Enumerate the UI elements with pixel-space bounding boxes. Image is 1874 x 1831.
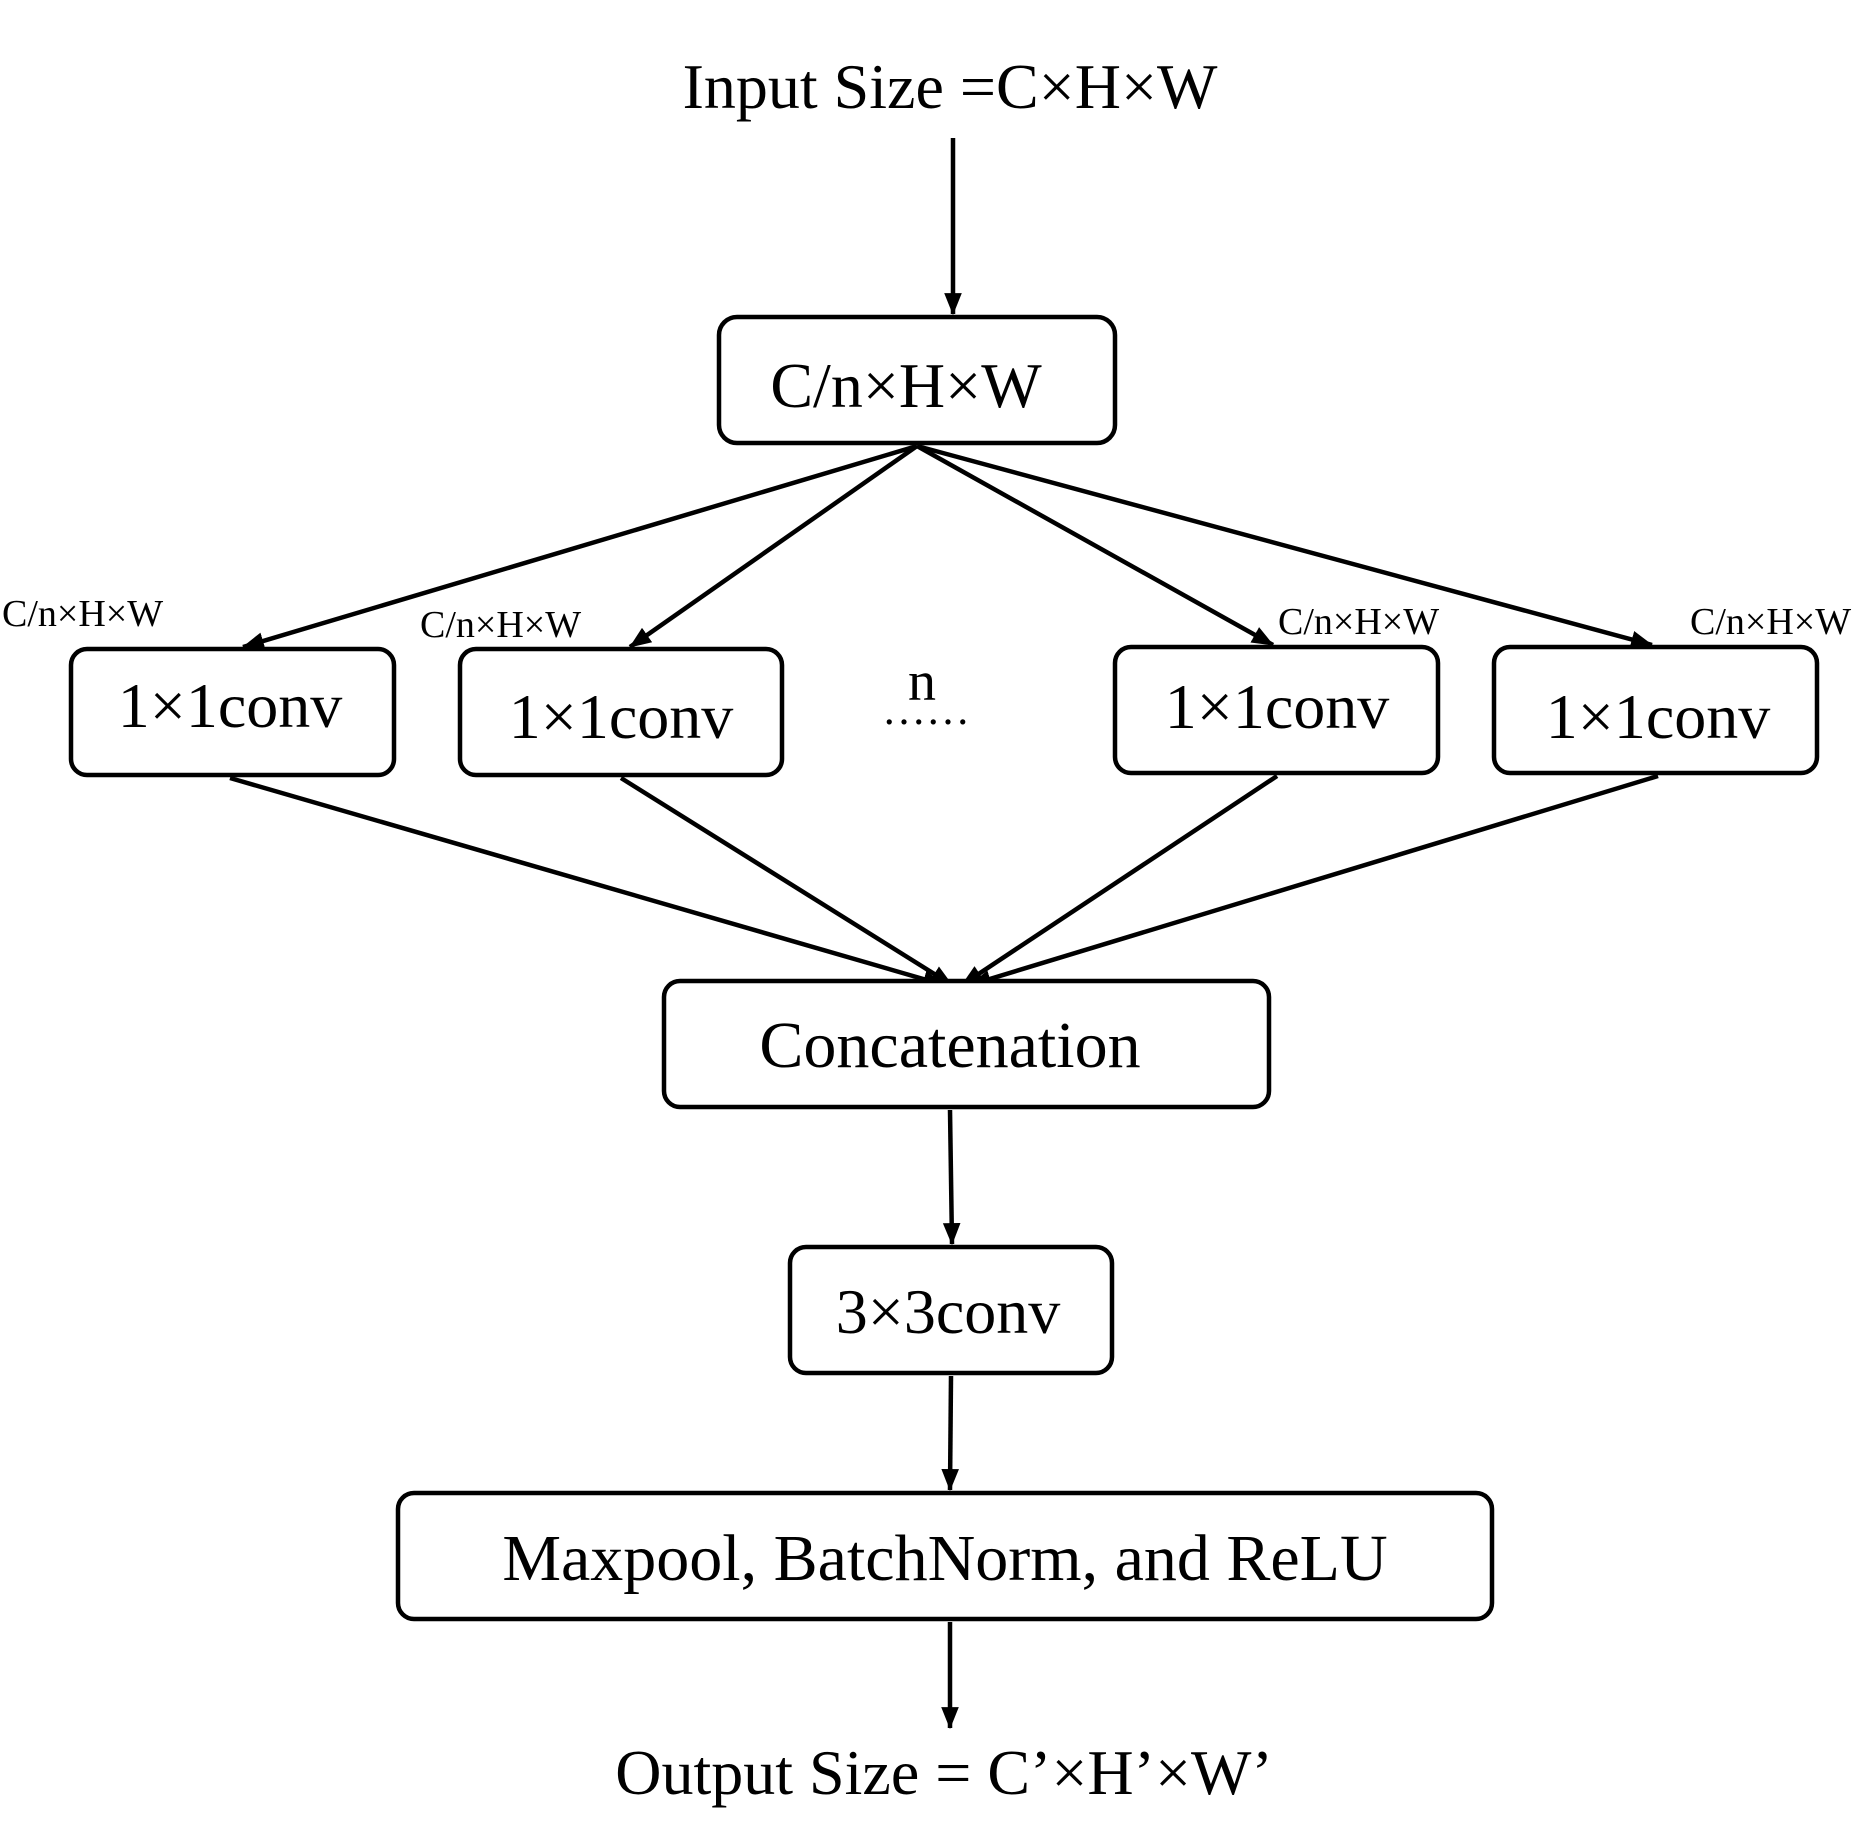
arrow-branch-4-to-concat [968,773,1659,988]
maxpool-batchnorm-relu-box [395,1490,1495,1622]
arrow-branch-1-to-concat [229,775,946,988]
split-box-label: C/n×H×W [770,350,1042,421]
branch-1-conv-box [68,646,397,778]
arrow-split-to-branch-4 [916,443,1654,649]
arrow-concat-to-conv3 [942,1109,961,1246]
conv3x3-box [787,1244,1115,1376]
conv3x3-label: 3×3conv [836,1276,1061,1347]
ellipsis-dots: …… [882,685,970,734]
branch-3-size-label: C/n×H×W [1278,601,1439,643]
split-box [716,314,1118,446]
branch-4-size-label: C/n×H×W [1690,601,1851,643]
arrow-conv3-to-final [941,1375,959,1492]
branch-1-conv-label: 1×1conv [118,670,343,741]
arrow-split-to-branch-1 [241,443,918,650]
concatenation-box [661,978,1272,1110]
maxpool-batchnorm-relu-label: Maxpool, BatchNorm, and ReLU [502,1522,1387,1595]
input-size-label: Input Size =C×H×W [683,51,1218,122]
arrow-split-to-branch-3 [915,444,1275,647]
arrow-branch-3-to-concat [960,774,1279,987]
arrow-branch-2-to-concat [619,776,954,987]
branch-1-size-label: C/n×H×W [2,593,163,635]
arrow-split-to-branch-2 [628,444,919,649]
concatenation-label: Concatenation [759,1009,1140,1082]
branch-2-size-label: C/n×H×W [420,604,581,646]
branch-3-conv-box [1112,644,1441,776]
branch-4-conv-label: 1×1conv [1546,681,1771,752]
branch-2-conv-label: 1×1conv [509,681,734,752]
output-size-label: Output Size = C’×H’×W’ [615,1737,1273,1808]
branch-3-conv-label: 1×1conv [1165,671,1390,742]
branch-4-conv-box [1491,644,1820,776]
branch-2-conv-box [457,646,785,778]
branch-count-label: n [908,651,936,713]
